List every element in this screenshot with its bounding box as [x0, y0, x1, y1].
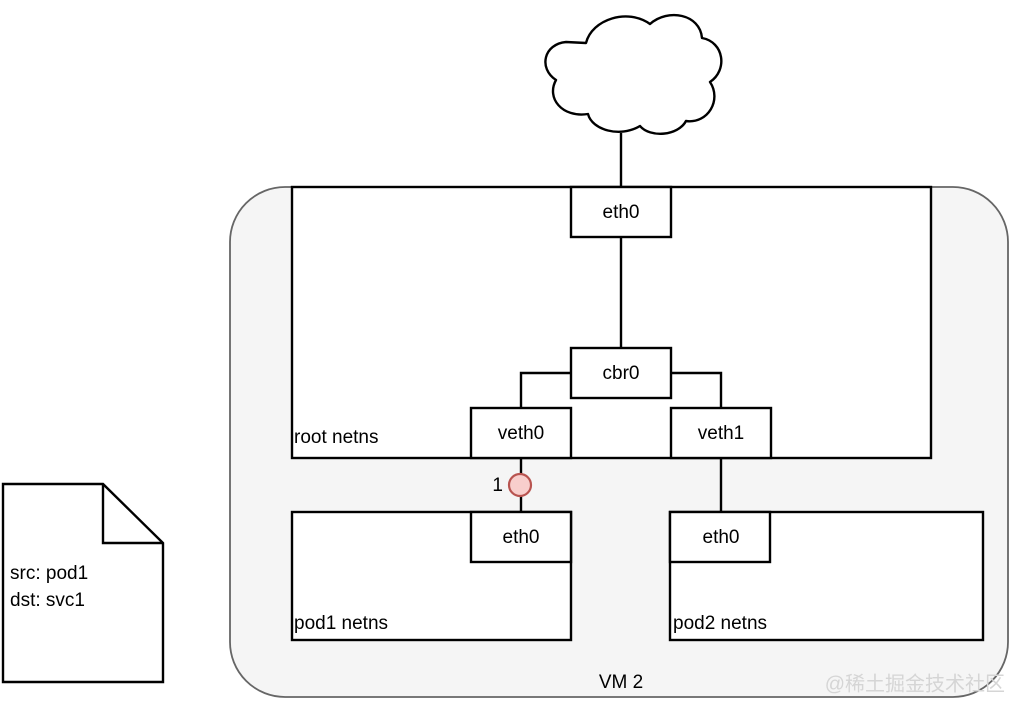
- cbr0-box[interactable]: [569, 346, 673, 400]
- pod2-netns-label: pod2 netns: [673, 613, 767, 634]
- root-netns-label: root netns: [294, 427, 379, 448]
- vm-label: VM 2: [599, 672, 643, 693]
- step-marker-circle[interactable]: [507, 472, 533, 498]
- step-marker-1[interactable]: 1: [492, 472, 533, 498]
- note-fold: [101, 484, 163, 545]
- pod1-eth0-label: eth0: [503, 527, 540, 548]
- pod1-netns-label: pod1 netns: [294, 613, 388, 634]
- step-marker-label: 1: [492, 475, 503, 496]
- watermark: @稀土掘金技术社区: [825, 672, 1005, 695]
- cbr0-to-veth1-link: [671, 371, 723, 408]
- veth1-label: veth1: [698, 423, 744, 444]
- cbr0-to-veth0-link: [519, 371, 571, 408]
- veth0-box[interactable]: [469, 406, 573, 460]
- pod2-eth0-label: eth0: [703, 527, 740, 548]
- note-line-1: src: pod1: [10, 563, 88, 584]
- note-line-2: dst: svc1: [10, 590, 85, 611]
- pod2-eth0-box[interactable]: [668, 510, 772, 564]
- veth1-box[interactable]: [669, 406, 773, 460]
- host-eth0-label: eth0: [603, 202, 640, 223]
- internet-cloud[interactable]: [544, 13, 723, 135]
- packet-note[interactable]: src: pod1 dst: svc1: [1, 482, 165, 684]
- cbr0-label: cbr0: [603, 363, 640, 384]
- note-body[interactable]: [1, 482, 165, 684]
- veth0-label: veth0: [498, 423, 544, 444]
- pod1-eth0-box[interactable]: [469, 510, 573, 564]
- host-eth0-box[interactable]: [569, 185, 673, 239]
